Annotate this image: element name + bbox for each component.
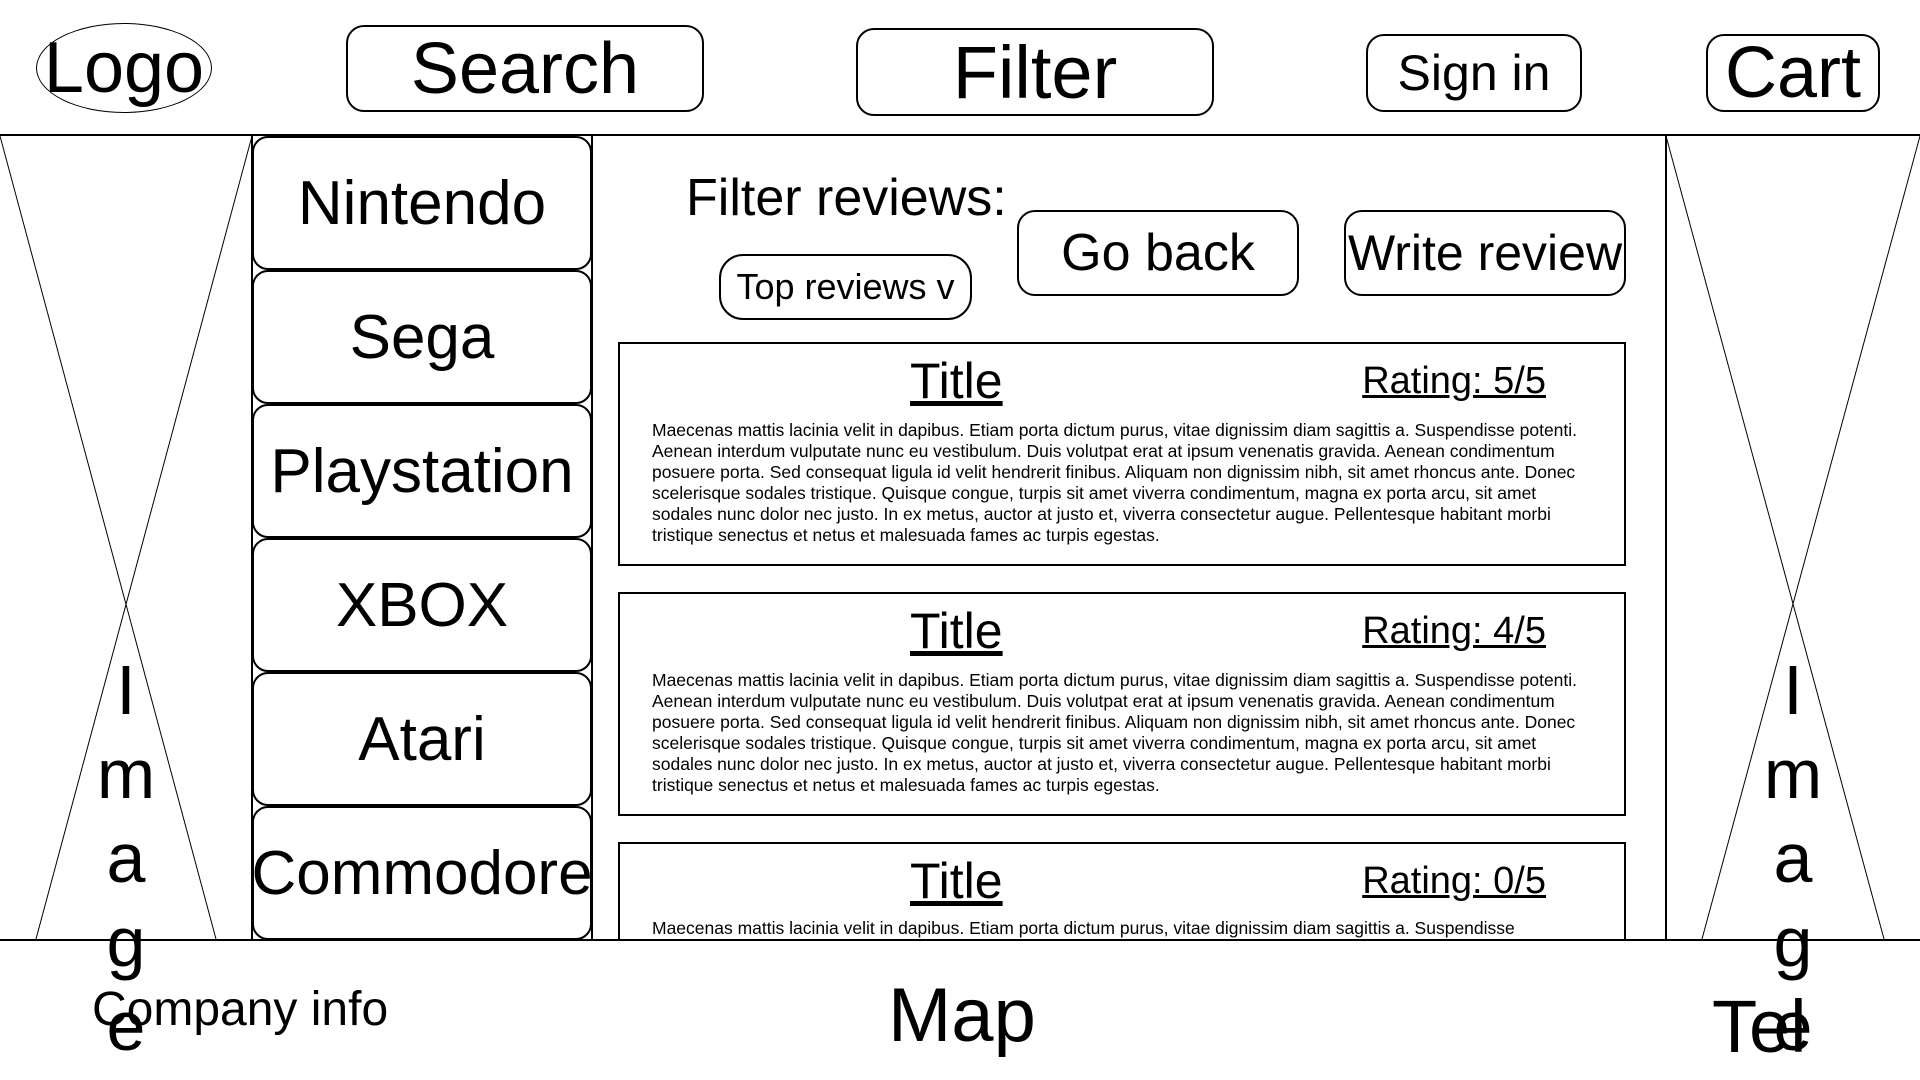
image-placeholder-cross: [1666, 136, 1920, 939]
filter-button[interactable]: Filter: [856, 28, 1214, 116]
logo[interactable]: Logo: [36, 23, 212, 113]
category-sidebar: Nintendo Sega Playstation XBOX Atari Com…: [251, 136, 593, 940]
category-xbox[interactable]: XBOX: [252, 538, 592, 672]
review-title[interactable]: Title: [910, 603, 1003, 659]
right-image-placeholder: I m a g e: [1666, 136, 1920, 1065]
review-card: Title Rating: 4/5 Maecenas mattis lacini…: [618, 592, 1626, 816]
image-letter: g: [1773, 903, 1813, 981]
company-info-link[interactable]: Company info: [92, 983, 389, 1036]
tel-link[interactable]: Tel: [1712, 985, 1807, 1068]
review-title[interactable]: Title: [910, 853, 1003, 909]
review-rating: Rating: 4/5: [1362, 610, 1546, 652]
category-atari[interactable]: Atari: [252, 672, 592, 806]
review-rating: Rating: 0/5: [1362, 860, 1546, 902]
footer-divider: [0, 939, 1920, 941]
map-link[interactable]: Map: [888, 973, 1036, 1058]
category-nintendo[interactable]: Nintendo: [252, 136, 592, 270]
review-card: Title Rating: 5/5 Maecenas mattis lacini…: [618, 342, 1626, 566]
image-letter: g: [106, 903, 146, 981]
review-rating: Rating: 5/5: [1362, 360, 1546, 402]
left-image-placeholder: I m a g e: [0, 136, 252, 1065]
image-placeholder-text: I m a g e: [0, 648, 252, 1068]
filter-reviews-label: Filter reviews:: [686, 169, 1007, 227]
category-commodore[interactable]: Commodore: [251, 806, 593, 940]
image-placeholder-text: I m a g e: [1666, 648, 1920, 1068]
review-body: Maecenas mattis lacinia velit in dapibus…: [652, 918, 1515, 938]
image-letter: I: [116, 651, 136, 729]
sidebar-divider: [591, 136, 593, 939]
left-column-divider: [251, 136, 253, 939]
image-letter: m: [1763, 735, 1823, 813]
cart-button[interactable]: Cart: [1706, 33, 1880, 113]
search-button[interactable]: Search: [346, 25, 704, 112]
category-sega[interactable]: Sega: [252, 270, 592, 404]
image-letter: e: [1773, 987, 1813, 1065]
review-body: Maecenas mattis lacinia velit in dapibus…: [652, 420, 1578, 545]
image-letter: m: [96, 735, 156, 813]
review-title[interactable]: Title: [910, 353, 1003, 409]
category-playstation[interactable]: Playstation: [252, 404, 592, 538]
image-letter: a: [106, 819, 146, 897]
header-divider: [0, 134, 1920, 136]
write-review-button[interactable]: Write review: [1344, 210, 1626, 296]
image-letter: I: [1783, 651, 1803, 729]
sign-in-button[interactable]: Sign in: [1366, 34, 1582, 112]
image-placeholder-cross: [0, 136, 252, 939]
image-letter: a: [1773, 819, 1813, 897]
review-body: Maecenas mattis lacinia velit in dapibus…: [652, 670, 1578, 795]
image-letter: e: [106, 987, 146, 1065]
go-back-button[interactable]: Go back: [1017, 210, 1299, 296]
right-column-divider: [1665, 136, 1667, 939]
review-card: Title Rating: 0/5 Maecenas mattis lacini…: [618, 842, 1626, 939]
sort-reviews-dropdown[interactable]: Top reviews v: [719, 254, 972, 320]
